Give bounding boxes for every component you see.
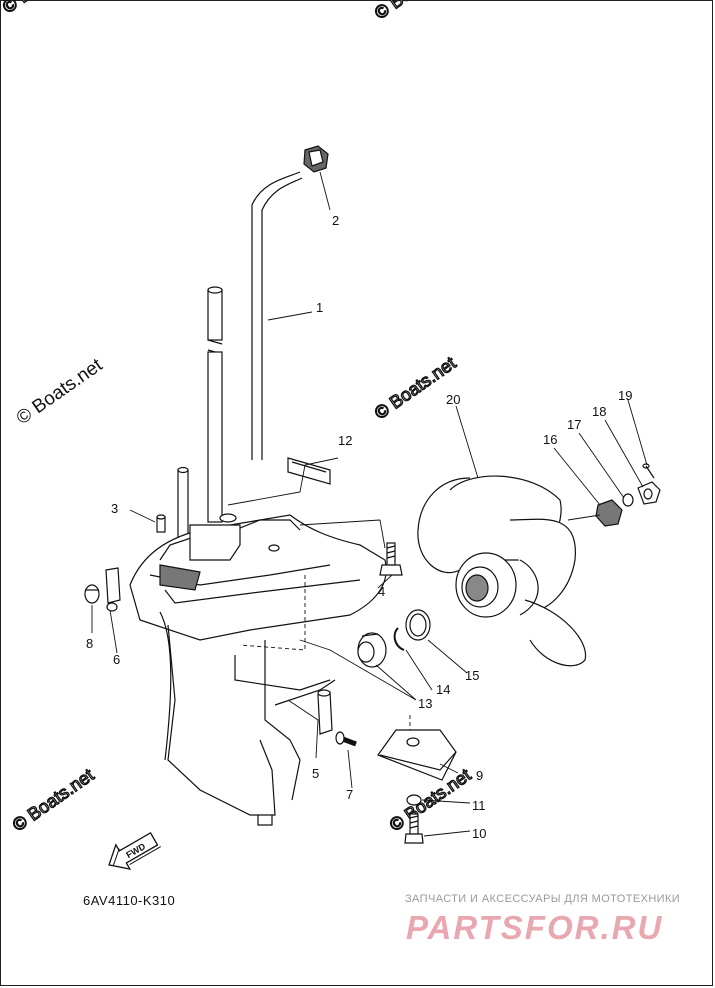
watermarks: © Boats.net © Boats.net © Boats.net © Bo… <box>0 0 475 836</box>
prop-nut-part <box>595 499 623 527</box>
callout-10: 10 <box>472 826 486 841</box>
bolt-small-part <box>404 813 424 844</box>
callout-2: 2 <box>332 213 339 228</box>
callout-17: 17 <box>567 417 581 432</box>
callout-20: 20 <box>446 392 460 407</box>
cap-part <box>84 584 100 604</box>
bolt-part <box>379 542 403 576</box>
callout-16: 16 <box>543 432 557 447</box>
bracket-part <box>105 567 121 612</box>
hose-part <box>251 171 303 460</box>
nut-18-part <box>637 481 661 505</box>
watermark: © Boats.net <box>371 0 460 23</box>
watermark: © Boats.net <box>371 353 460 423</box>
drive-shaft <box>177 286 223 551</box>
part-code: 6AV4110-K310 <box>83 893 176 908</box>
callout-4: 4 <box>378 584 385 599</box>
watermark: © Boats.net <box>9 765 98 835</box>
clip-part <box>317 689 333 735</box>
trim-plate-part <box>287 457 331 485</box>
dowel-pin-part <box>156 514 166 533</box>
callout-9: 9 <box>476 768 483 783</box>
callout-1: 1 <box>316 300 323 315</box>
propeller-part <box>417 475 587 667</box>
washer-17-part <box>622 493 634 507</box>
snap-ring-part <box>393 627 405 651</box>
callout-8: 8 <box>86 636 93 651</box>
grommet-part <box>303 145 329 173</box>
callout-13: 13 <box>418 696 432 711</box>
callout-12: 12 <box>338 433 352 448</box>
callout-15: 15 <box>465 668 479 683</box>
brand-logo: PARTSFOR.RU <box>406 909 664 946</box>
callout-14: 14 <box>436 682 450 697</box>
watermark: © Boats.net <box>13 354 107 429</box>
callout-6: 6 <box>113 652 120 667</box>
cotter-pin-part <box>642 463 655 479</box>
callout-3: 3 <box>111 501 118 516</box>
washer-small-part <box>406 794 422 806</box>
callout-18: 18 <box>592 404 606 419</box>
spacer-part <box>357 632 387 668</box>
callout-11: 11 <box>472 798 486 813</box>
callout-labels: 1 2 3 4 5 6 7 8 9 10 11 12 13 14 15 16 1… <box>86 213 632 841</box>
brand-tagline: ЗАПЧАСТИ И АКСЕССУАРЫ ДЛЯ МОТОТЕХНИКИ <box>405 893 681 905</box>
washer-part <box>405 609 431 641</box>
callout-7: 7 <box>346 787 353 802</box>
leader-lines <box>91 171 648 837</box>
lower-case-body <box>129 513 387 826</box>
fwd-arrow-icon: FWD <box>108 831 162 870</box>
anode-part <box>377 729 457 781</box>
watermark: © Boats.net <box>0 0 88 17</box>
screw-part <box>335 731 357 747</box>
callout-19: 19 <box>618 388 632 403</box>
callout-5: 5 <box>312 766 319 781</box>
